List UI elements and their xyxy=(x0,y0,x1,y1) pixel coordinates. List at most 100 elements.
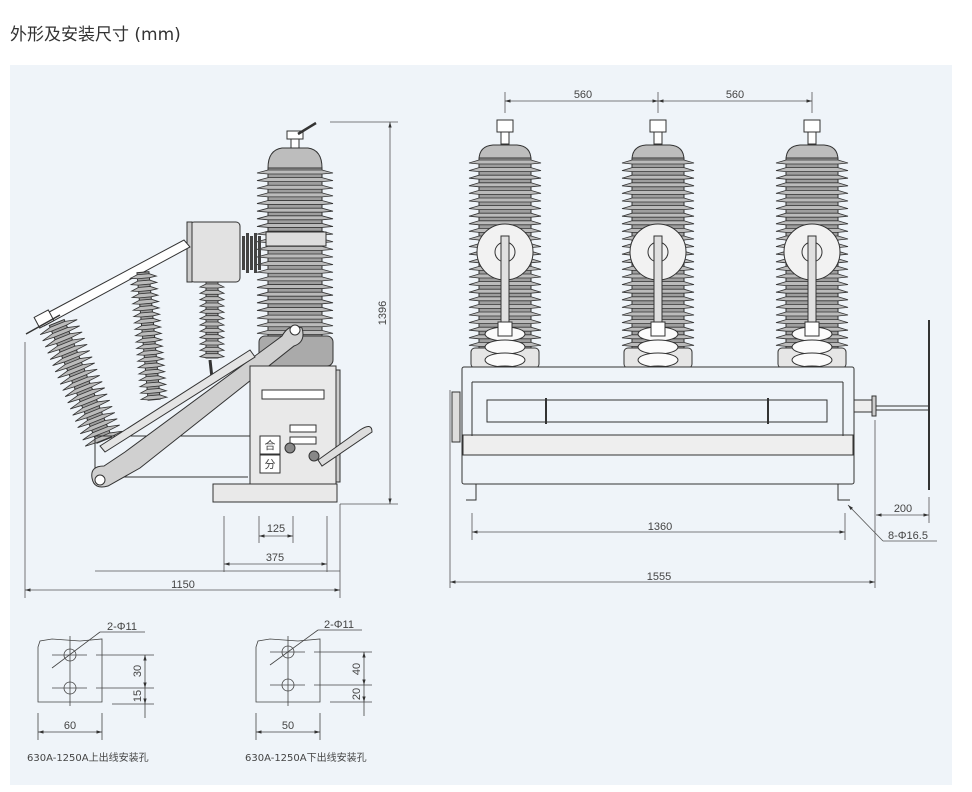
slanted-insulator-shed xyxy=(54,356,93,373)
pole-insulator-shed xyxy=(468,159,542,165)
close-indicator xyxy=(259,435,281,455)
shaft-flange xyxy=(871,395,877,417)
support-insulator-shed xyxy=(136,362,166,369)
slanted-insulator xyxy=(39,318,123,447)
post-insulator-shed xyxy=(484,339,526,355)
support-insulator-shed xyxy=(136,356,166,363)
slanted-insulator-shed xyxy=(79,418,118,435)
hole-detail-lower xyxy=(255,629,372,740)
slanted-insulator-shed xyxy=(52,350,90,367)
post-insulator-shed xyxy=(791,352,833,368)
support-insulator-shed xyxy=(139,394,169,401)
manual-lever xyxy=(317,426,373,467)
main-insulator-shed xyxy=(256,284,334,289)
close-label: 合 xyxy=(265,438,276,452)
slanted-insulator-shed xyxy=(44,331,83,348)
hole-detail-upper xyxy=(37,631,154,740)
open-label: 分 xyxy=(265,458,276,471)
post-insulator-clamp xyxy=(497,321,513,337)
ct-bushing-fin xyxy=(242,236,245,270)
ct-lower-insulator-shed xyxy=(198,283,226,289)
caption-lower: 630A-1250A下出线安装孔 xyxy=(245,751,367,764)
dim-height: 1396 xyxy=(377,301,389,325)
shaft-housing xyxy=(853,399,873,413)
drive-shaft xyxy=(486,399,828,423)
terminal-lever xyxy=(297,121,317,136)
pole-terminal xyxy=(496,119,514,133)
handle-eye-bottom xyxy=(94,474,106,486)
ct-flange xyxy=(186,221,193,283)
main-insulator-shed xyxy=(256,192,334,198)
slanted-insulator-shed xyxy=(64,381,103,397)
slanted-insulator-shed xyxy=(49,344,88,360)
main-insulator-shed xyxy=(256,261,334,267)
slanted-insulator-shed xyxy=(62,375,100,391)
dim-20: 20 xyxy=(351,688,363,700)
support-insulator-shed xyxy=(138,381,168,388)
main-insulator-shed xyxy=(256,314,334,320)
support-insulator-shed xyxy=(130,292,160,299)
pole-insulator-shed xyxy=(468,220,542,226)
main-insulator-shed xyxy=(256,215,334,221)
pole-1 xyxy=(468,119,542,433)
slanted-insulator-shed xyxy=(82,424,120,441)
main-insulator-shed xyxy=(256,207,334,213)
dim-375: 375 xyxy=(266,552,284,564)
dim-pole-spacing-1: 560 xyxy=(574,89,592,101)
pole-insulator-shed xyxy=(621,190,695,195)
dim-50: 50 xyxy=(282,720,294,732)
pole-insulator-shed xyxy=(468,212,542,218)
main-insulator-shed xyxy=(256,169,334,175)
support-insulator-shed xyxy=(131,298,161,305)
post-insulator-shed xyxy=(484,352,526,368)
ct-lower-insulator-shed xyxy=(198,334,226,340)
indicator-plate-2 xyxy=(289,436,317,445)
side-dimensions xyxy=(24,121,398,598)
post-insulator-shed xyxy=(637,339,679,355)
post-insulator-clamp xyxy=(804,321,820,337)
pole-terminal-stem xyxy=(653,131,663,145)
post-insulator-shed xyxy=(791,339,833,355)
main-insulator-shed xyxy=(256,299,334,305)
support-insulator-shed xyxy=(129,279,159,286)
front-dimensions xyxy=(449,92,937,588)
pole-insulator-shed xyxy=(468,167,542,172)
ct-lower-insulator-shed xyxy=(198,296,226,302)
pole-insulator-shed xyxy=(621,159,695,165)
pole-insulator-shed xyxy=(775,167,849,172)
handle-eye-top xyxy=(289,324,301,336)
pole-terminal-stem xyxy=(500,131,510,145)
open-indicator xyxy=(259,454,281,474)
current-transformer xyxy=(189,221,241,283)
support-insulator-shed xyxy=(134,330,163,337)
dim-30: 30 xyxy=(132,665,144,677)
support-insulator-shed xyxy=(135,349,165,356)
frame-rail xyxy=(462,434,854,456)
slanted-insulator-shed xyxy=(69,393,108,410)
ct-lower-insulator xyxy=(198,281,226,359)
dim-1360: 1360 xyxy=(648,521,672,533)
support-insulator-shed xyxy=(134,337,164,343)
pole-insulator-shed xyxy=(775,159,849,165)
main-insulator-shed xyxy=(256,291,334,297)
main-insulator-shed xyxy=(256,307,334,312)
ct-lower-insulator-shed xyxy=(198,346,226,352)
pole-insulator-shed xyxy=(621,167,695,172)
indicator-plate-1 xyxy=(289,424,317,433)
dim-125: 125 xyxy=(267,523,285,535)
pole-cap xyxy=(631,144,685,161)
base-plate xyxy=(212,483,338,503)
post-insulator-clamp xyxy=(650,321,666,337)
pole-insulator-shed xyxy=(775,205,849,210)
ct-lower-insulator-shed xyxy=(198,302,226,308)
slanted-insulator-shed xyxy=(74,406,113,422)
blade-contact xyxy=(33,309,55,329)
ct-lower-insulator-shed xyxy=(198,308,226,314)
pole-insulator-shed xyxy=(621,174,695,180)
dim-60: 60 xyxy=(64,720,76,732)
pole-insulator-shed xyxy=(775,197,849,203)
dim-mount-holes: 8-Φ16.5 xyxy=(888,530,928,542)
slanted-insulator-shed xyxy=(47,337,85,354)
dim-1150: 1150 xyxy=(171,579,195,591)
main-insulator-shed xyxy=(256,268,334,274)
